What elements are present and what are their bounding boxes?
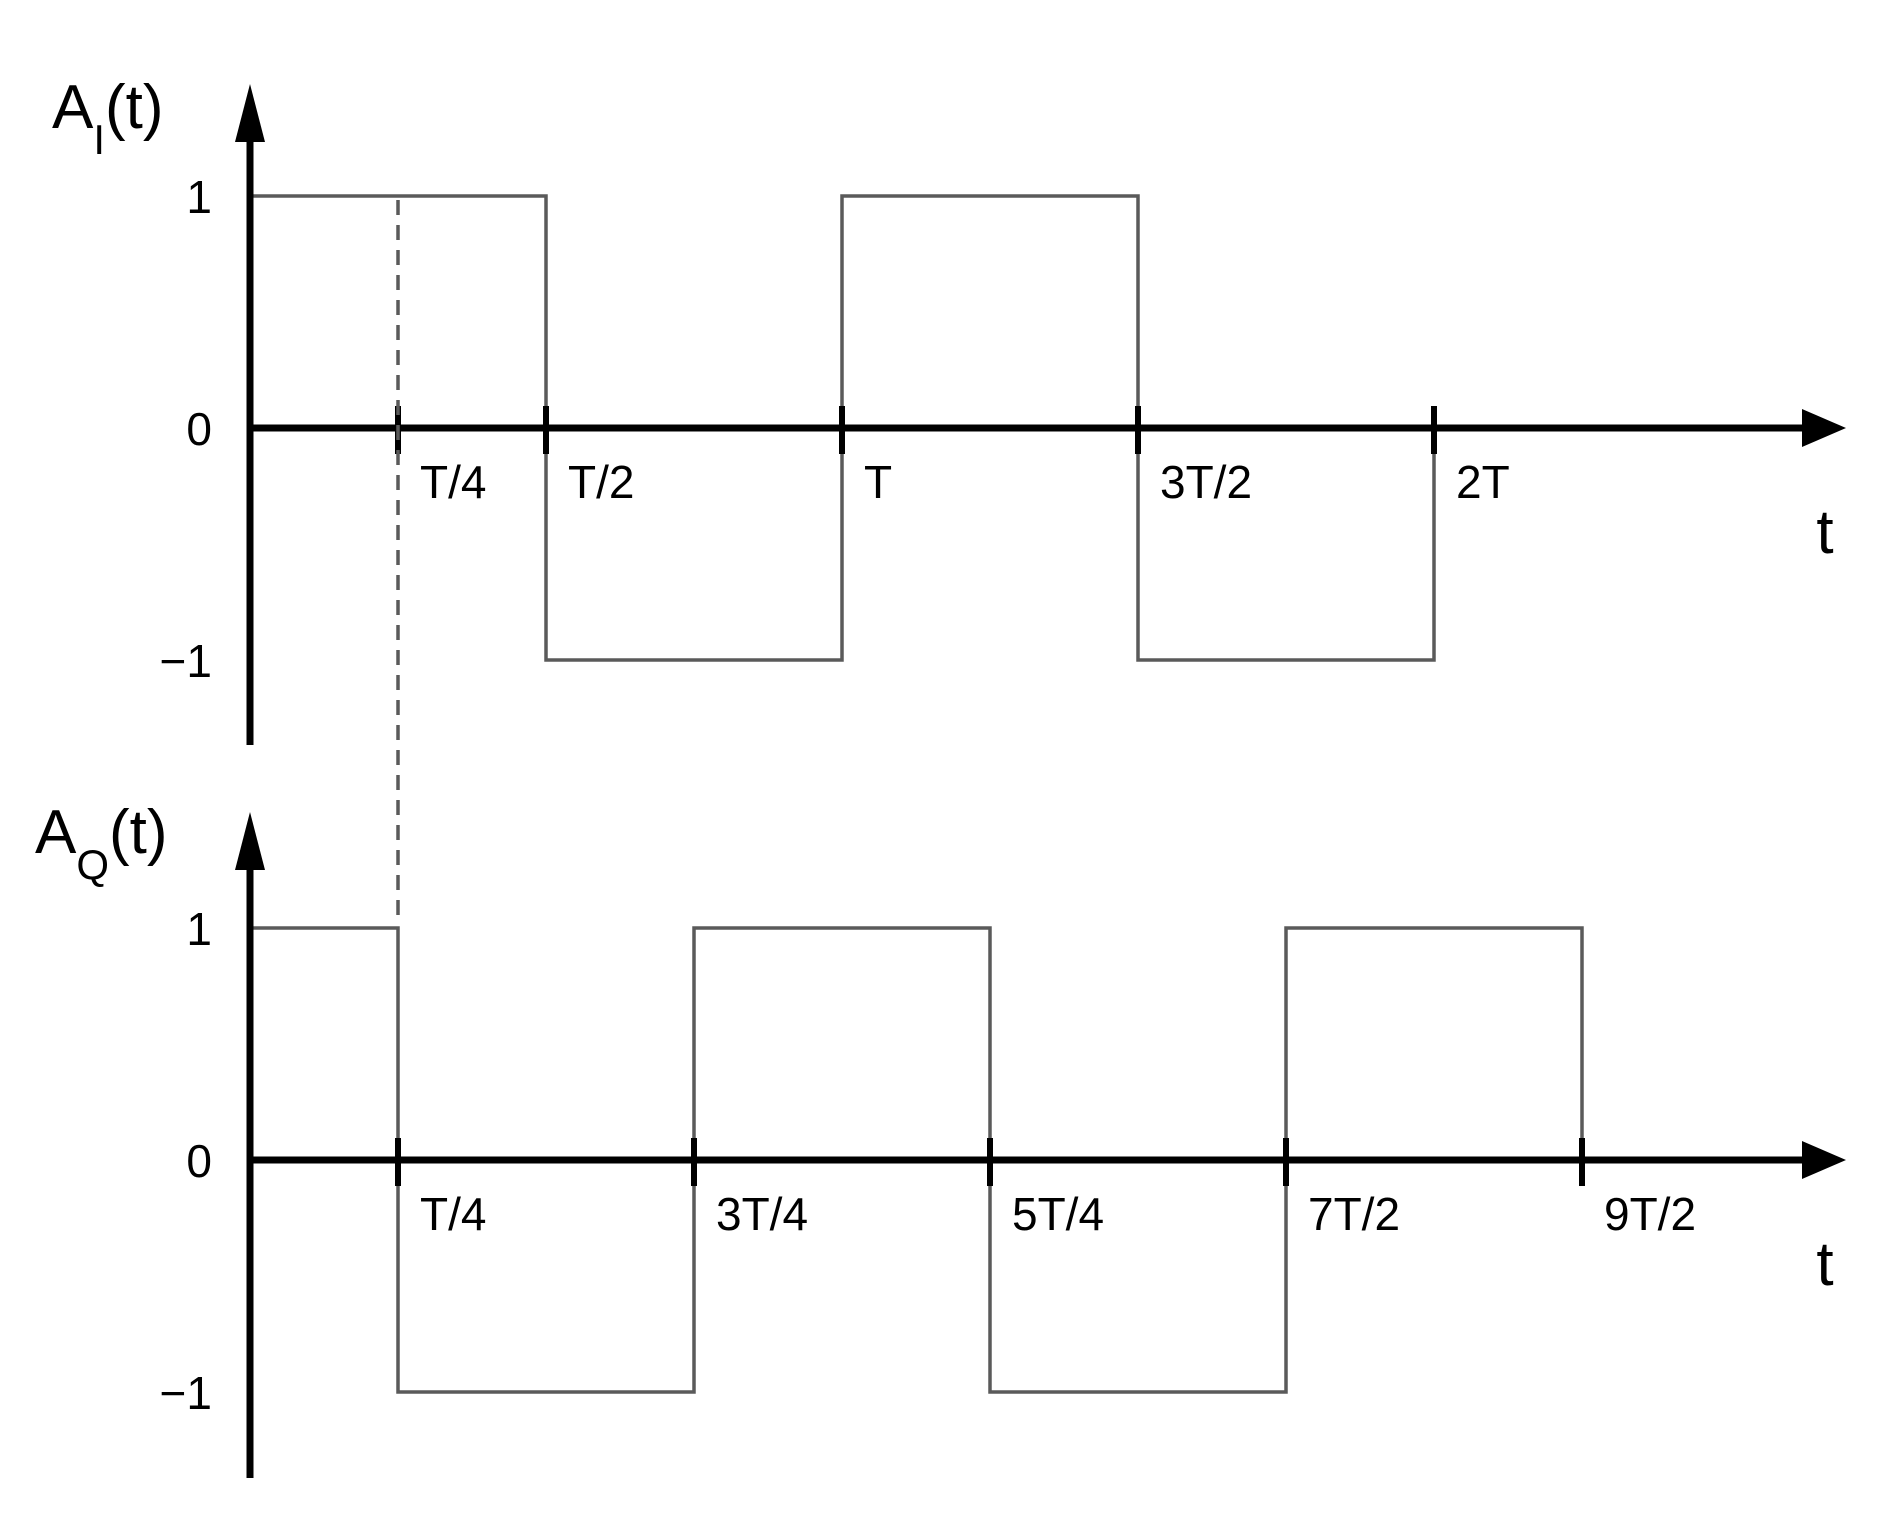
y-tick-label: −1	[160, 635, 212, 687]
x-axis-label: t	[1816, 498, 1833, 567]
in-phase-panel: T/4 T/2 T 3T/2 2T 1 0 −1 AI(t) t	[52, 73, 1846, 745]
y-label-base: A	[35, 798, 77, 867]
x-axis-label: t	[1816, 1230, 1833, 1299]
waveform-line	[250, 926, 1584, 1394]
x-axis-arrowhead	[1802, 409, 1846, 447]
x-tick-label: 5T/4	[1012, 1188, 1104, 1240]
y-label-subscript: I	[93, 116, 105, 163]
x-tick-label: 2T	[1456, 456, 1510, 508]
x-tick-label: T/2	[568, 456, 634, 508]
y-label-suffix: (t)	[105, 73, 164, 142]
x-tick-label: T/4	[420, 456, 486, 508]
y-axis-label: AQ(t)	[35, 798, 168, 888]
y-tick-label: 1	[186, 903, 212, 955]
y-axis-arrowhead	[235, 812, 265, 870]
waveform-line	[250, 194, 1436, 662]
y-label-base: A	[52, 73, 94, 142]
x-tick-label: 9T/2	[1604, 1188, 1696, 1240]
y-tick-label: 0	[186, 1135, 212, 1187]
x-tick-label: 3T/2	[1160, 456, 1252, 508]
y-tick-label: 0	[186, 403, 212, 455]
quadrature-panel: T/4 3T/4 5T/4 7T/2 9T/2 1 0 −1 AQ(t) t	[35, 798, 1846, 1478]
y-axis-label: AI(t)	[52, 73, 164, 163]
x-tick-label: 7T/2	[1308, 1188, 1400, 1240]
y-label-subscript: Q	[76, 841, 109, 888]
y-axis-arrowhead	[235, 84, 265, 142]
y-tick-label: −1	[160, 1367, 212, 1419]
x-axis-arrowhead	[1802, 1141, 1846, 1179]
x-tick-label: 3T/4	[716, 1188, 808, 1240]
y-tick-label: 1	[186, 171, 212, 223]
x-tick-label: T	[864, 456, 892, 508]
y-label-suffix: (t)	[109, 798, 168, 867]
x-tick-label: T/4	[420, 1188, 486, 1240]
